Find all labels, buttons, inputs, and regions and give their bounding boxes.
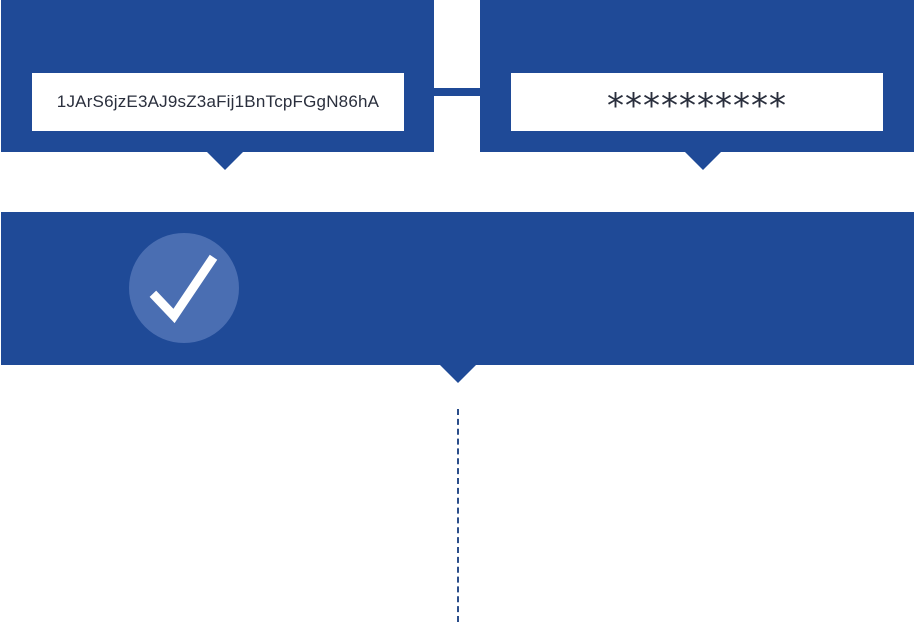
dashed-connector-line xyxy=(457,409,459,622)
check-icon xyxy=(149,254,218,324)
password-panel-pointer xyxy=(685,152,721,170)
username-field[interactable]: 1JArS6jzE3AJ9sZ3aFij1BnTcpFGgN86hA xyxy=(32,73,404,131)
username-panel-pointer xyxy=(207,152,243,170)
panel-connector xyxy=(434,88,480,96)
verification-panel-pointer xyxy=(440,365,476,383)
password-field[interactable]: ********** xyxy=(511,73,883,131)
check-circle xyxy=(129,233,239,343)
